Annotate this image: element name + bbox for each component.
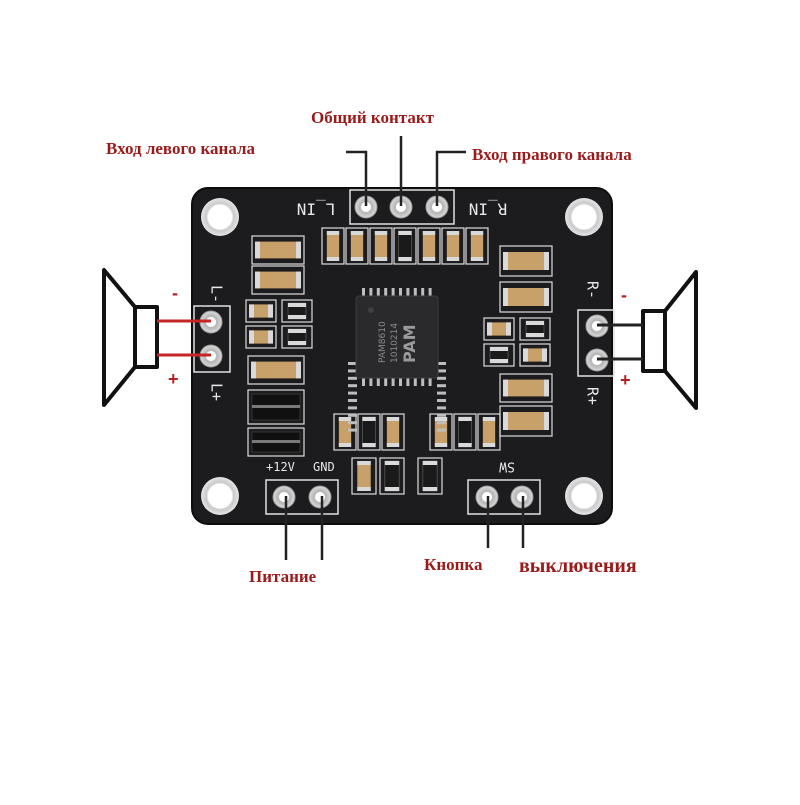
silk-gnd: GND [313, 460, 335, 474]
smd-part [477, 413, 501, 451]
smd-part [251, 265, 305, 295]
switch-off-label: выключения [519, 555, 637, 577]
smd-part [251, 235, 305, 265]
power-header-outline [265, 479, 339, 515]
smd-part [245, 325, 277, 349]
smd-part [519, 317, 551, 341]
smd-part [345, 227, 369, 265]
smd-part [453, 413, 477, 451]
smd-part [417, 457, 443, 495]
left-plus-sign: + [168, 369, 179, 389]
smd-part [369, 227, 393, 265]
chip-line2: 1010214 [390, 323, 400, 363]
silk-12v: +12V [266, 460, 295, 474]
smd-part [281, 325, 313, 349]
smd-components [245, 227, 553, 495]
smd-part [441, 227, 465, 265]
silk-sw: SW [499, 459, 515, 474]
smd-part [281, 299, 313, 323]
mount-hole-tl [201, 198, 239, 236]
mount-hole-br [565, 477, 603, 515]
smd-part [483, 317, 515, 341]
smd-part [379, 457, 405, 495]
silk-r-plus: R+ [584, 387, 602, 405]
chip-line1: PAM8610 [378, 321, 388, 363]
common-contact-label: Общий контакт [311, 108, 434, 127]
smd-part [519, 343, 551, 367]
silk-l-plus: L+ [208, 383, 226, 401]
smd-part [483, 343, 515, 367]
solder-pad [272, 485, 296, 509]
left-speaker-header-outline [193, 305, 231, 373]
silk-r-in: R_IN [469, 200, 508, 219]
smd-part [247, 427, 305, 457]
smd-part [499, 245, 553, 277]
mount-hole-bl [201, 477, 239, 515]
right-in-pointer [435, 150, 466, 206]
right-plus-sign: + [620, 370, 631, 390]
smd-part [357, 413, 381, 451]
right-speaker-header-outline [577, 309, 615, 377]
left-input-label: Вход левого канала [106, 139, 256, 158]
smd-part [393, 227, 417, 265]
switch-header-outline [467, 479, 541, 515]
solder-pad [308, 485, 332, 509]
button-label: Кнопка [424, 555, 483, 574]
mount-hole-tr [565, 198, 603, 236]
left-in-pointer [346, 150, 368, 206]
amplifier-chip: PAM8610 1010214 PAM [348, 288, 446, 432]
silk-l-in: L_IN [297, 200, 336, 219]
right-speaker-icon [641, 270, 698, 410]
silk-r-minus: R- [584, 281, 602, 299]
right-minus-sign: - [621, 285, 627, 305]
left-minus-sign: - [172, 283, 178, 303]
smd-part [499, 373, 553, 403]
smd-part [247, 389, 305, 425]
smd-part [351, 457, 377, 495]
silk-l-minus: L- [208, 285, 226, 303]
smd-part [465, 227, 489, 265]
right-input-label: Вход правого канала [472, 145, 632, 164]
pointer-lines [284, 136, 525, 560]
power-label: Питание [249, 567, 317, 586]
smd-part [333, 413, 357, 451]
smd-part [381, 413, 405, 451]
chip-logo: PAM [400, 324, 419, 363]
smd-part [321, 227, 345, 265]
smd-part [499, 281, 553, 313]
smd-part [245, 299, 277, 323]
smd-part [247, 355, 305, 385]
solder-pad [425, 195, 449, 219]
smd-part [417, 227, 441, 265]
left-speaker-icon [102, 268, 159, 407]
